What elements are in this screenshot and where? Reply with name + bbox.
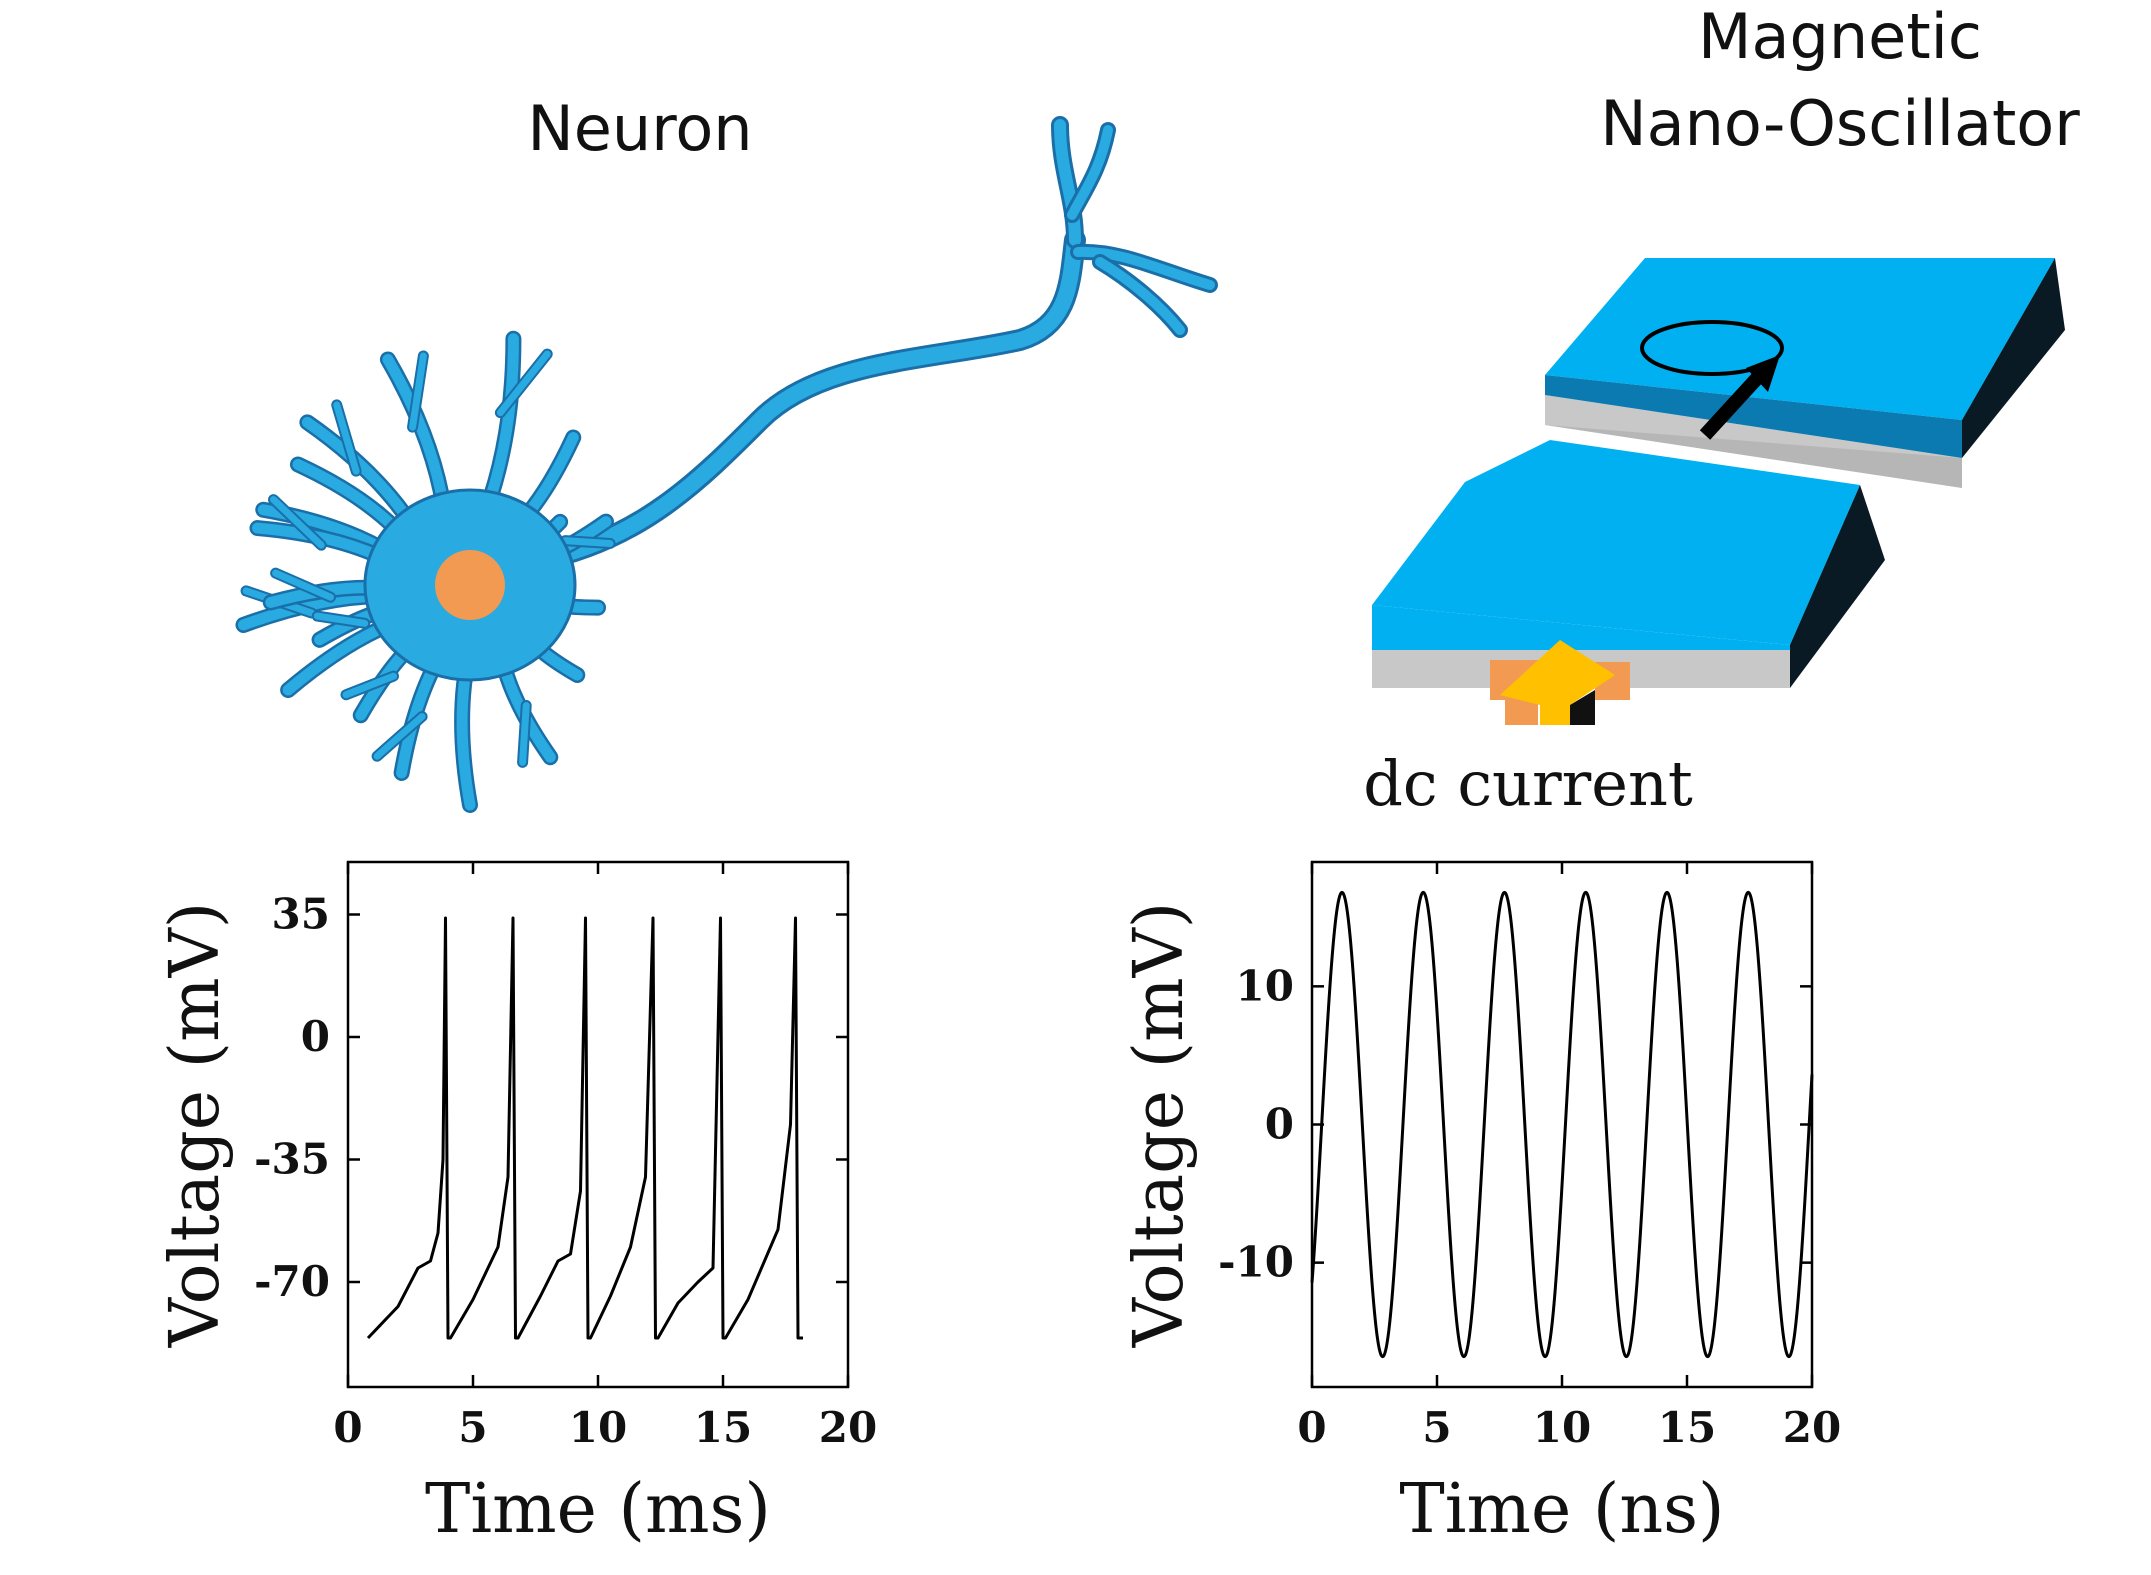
- y-tick-label: 35: [272, 890, 330, 939]
- neuron-cell-icon: [235, 116, 1218, 813]
- back-free-layer-top: [1545, 258, 2055, 420]
- axon-terminals: [1051, 116, 1218, 338]
- front-layer-side: [1790, 485, 1885, 688]
- x-axis-title: Time (ns): [1399, 1470, 1724, 1549]
- x-tick-label: 10: [569, 1403, 627, 1452]
- y-tick-label: -10: [1218, 1238, 1294, 1287]
- dc-current-label: dc current: [1363, 747, 1693, 820]
- voltage-trace: [1310, 890, 1814, 1359]
- y-tick-label: -35: [254, 1135, 330, 1184]
- neuron-axon: [529, 229, 1086, 571]
- y-tick-label: 10: [1236, 961, 1294, 1010]
- front-layer-top: [1372, 440, 1860, 645]
- x-axis-title: Time (ms): [425, 1470, 771, 1549]
- x-tick-label: 5: [458, 1403, 487, 1452]
- precessing-arrow-icon: [1699, 355, 1780, 440]
- x-tick-label: 20: [1783, 1403, 1841, 1452]
- nano-pillar-icon: [1372, 258, 2065, 725]
- oscillator-title-line2: Nano-Oscillator: [1600, 87, 2080, 160]
- plot-frame: [346, 860, 850, 1389]
- precession-orbit: [1640, 320, 1784, 376]
- y-tick-label: -70: [254, 1257, 330, 1306]
- y-tick-label: 0: [301, 1012, 330, 1061]
- current-arrow-icon: [1490, 640, 1630, 725]
- neuron-nucleus: [435, 550, 505, 620]
- back-layer-side: [1962, 258, 2065, 458]
- x-tick-label: 10: [1533, 1403, 1591, 1452]
- x-tick-label: 0: [333, 1403, 362, 1452]
- voltage-trace: [366, 916, 803, 1340]
- x-tick-label: 20: [819, 1403, 877, 1452]
- x-tick-label: 5: [1422, 1403, 1451, 1452]
- x-tick-label: 15: [694, 1403, 752, 1452]
- neuron-title: Neuron: [527, 92, 752, 165]
- plot-frame: [1310, 860, 1814, 1389]
- oscillator-title-line1: Magnetic: [1698, 0, 1982, 73]
- y-axis-title: Voltage (mV): [1120, 902, 1199, 1348]
- back-spacer-layer: [1545, 395, 1962, 488]
- y-tick-label: 0: [1265, 1100, 1294, 1149]
- x-tick-label: 15: [1658, 1403, 1716, 1452]
- y-axis-title: Voltage (mV): [156, 902, 235, 1348]
- x-tick-label: 0: [1297, 1403, 1326, 1452]
